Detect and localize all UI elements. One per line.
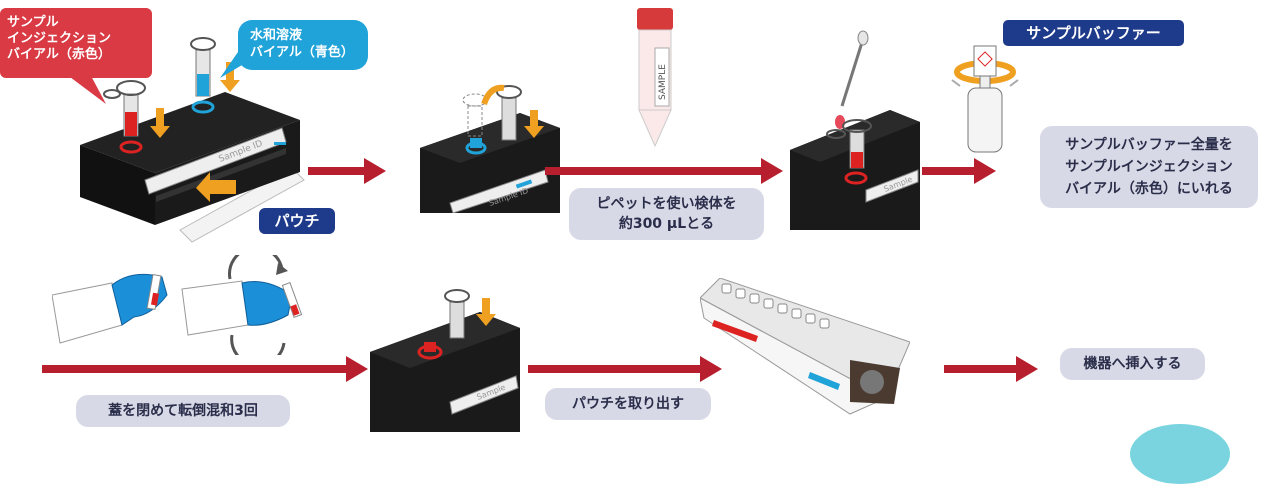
remove-pouch-step-label: パウチを取り出す — [545, 388, 711, 420]
hydration-vial-callout: 水和溶液 バイアル（青色） — [238, 20, 368, 70]
flow-arrow-6 — [944, 356, 1038, 382]
flow-arrow-2 — [545, 158, 783, 184]
blue-vial-label-line-1: 水和溶液 — [250, 28, 303, 43]
buffer-step-line-3: バイアル（赤色）にいれる — [1065, 181, 1233, 197]
invert-step-label: 蓋を閉めて転倒混和3回 — [76, 395, 290, 427]
insert-instrument-step-label: 機器へ挿入する — [1060, 348, 1205, 380]
loading-station-illustration-3: Sample — [790, 30, 920, 230]
pipette-step-line-1: ピペットを使い検体を — [596, 196, 737, 212]
loading-station-illustration-2: Sample ID — [420, 84, 560, 213]
red-vial-label-line-2: インジェクション — [7, 31, 112, 46]
loading-station-illustration-4: Sample — [370, 289, 520, 432]
flow-arrow-4 — [42, 356, 368, 382]
tube-label: SAMPLE — [658, 64, 668, 100]
sample-buffer-ampoule-illustration — [951, 45, 1019, 153]
buffer-step-line-1: サンプルバッファー全量を — [1065, 137, 1233, 153]
pipette-step-line-2: 約300 µLとる — [618, 216, 715, 232]
blue-vial-label-line-2: バイアル（青色） — [250, 45, 354, 60]
callout-pointer-red — [66, 74, 106, 104]
buffer-step-label: サンプルバッファー全量を サンプルインジェクション バイアル（赤色）にいれる — [1040, 126, 1258, 208]
red-vial-label-line-3: バイアル（赤色） — [7, 47, 111, 62]
hands-inverting-tube-illustration — [52, 255, 303, 355]
flow-arrow-1 — [308, 158, 386, 184]
red-vial-label-line-1: サンプル — [7, 15, 59, 30]
pouch-illustration — [700, 278, 910, 415]
corner-decoration — [1130, 424, 1230, 484]
flow-arrow-3 — [922, 158, 996, 184]
sample-tube-illustration: SAMPLE — [637, 8, 673, 148]
sample-buffer-label: サンプルバッファー — [1003, 20, 1184, 46]
loading-station-illustration-1: Sample ID — [80, 37, 305, 243]
pipette-step-label: ピペットを使い検体を 約300 µLとる — [569, 188, 764, 240]
flow-arrow-5 — [528, 356, 722, 382]
buffer-step-line-2: サンプルインジェクション — [1065, 159, 1233, 175]
callout-pointer-blue — [220, 52, 254, 78]
sample-injection-vial-callout: サンプル インジェクション バイアル（赤色） — [0, 8, 152, 78]
pouch-label: パウチ — [259, 208, 335, 234]
